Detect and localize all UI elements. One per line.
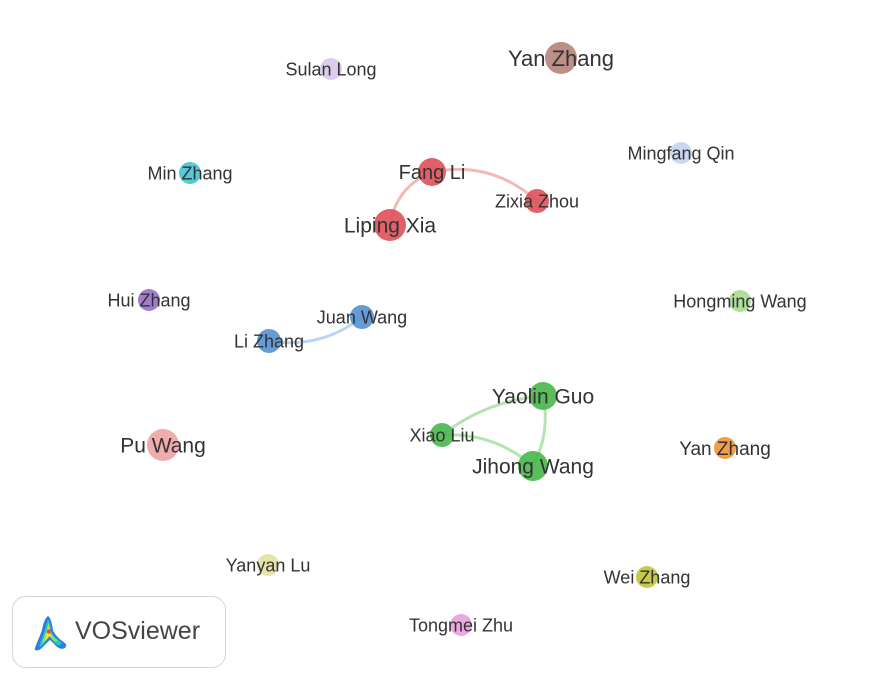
node-label-hongming-wang[interactable]: Hongming Wang [673, 291, 806, 311]
node-hongming-wang[interactable] [729, 290, 751, 312]
node-yaolin-guo[interactable] [529, 382, 557, 410]
node-label-juan-wang[interactable]: Juan Wang [317, 307, 407, 327]
node-yanyan-lu[interactable] [257, 554, 279, 576]
node-xiao-liu[interactable] [430, 423, 454, 447]
node-jihong-wang[interactable] [518, 451, 548, 481]
node-label-tongmei-zhu[interactable]: Tongmei Zhu [409, 615, 513, 635]
node-zixia-zhou[interactable] [525, 189, 549, 213]
node-label-min-zhang[interactable]: Min Zhang [147, 163, 232, 183]
node-label-yan-zhang[interactable]: Yan Zhang [508, 46, 614, 71]
node-juan-wang[interactable] [350, 305, 374, 329]
node-li-zhang[interactable] [257, 329, 281, 353]
node-label-jihong-wang[interactable]: Jihong Wang [472, 456, 594, 479]
vosviewer-logo: VOSviewer [12, 596, 226, 668]
node-min-zhang[interactable] [179, 162, 201, 184]
node-sulan-long[interactable] [320, 58, 342, 80]
node-label-fang-li[interactable]: Fang Li [399, 162, 466, 184]
node-label-wei-zhang[interactable]: Wei Zhang [604, 567, 691, 587]
node-yan-zhang[interactable] [545, 42, 577, 74]
node-label-yanyan-lu[interactable]: Yanyan Lu [226, 555, 311, 575]
vosviewer-logo-icon [34, 616, 67, 651]
node-label-yaolin-guo[interactable]: Yaolin Guo [492, 386, 594, 409]
node-tongmei-zhu[interactable] [450, 614, 472, 636]
node-pu-wang[interactable] [147, 429, 179, 461]
node-liping-xia[interactable] [374, 209, 406, 241]
node-label-li-zhang[interactable]: Li Zhang [234, 331, 304, 351]
vosviewer-logo-text: VOSviewer [75, 617, 201, 645]
node-hui-zhang[interactable] [138, 289, 160, 311]
node-wei-zhang[interactable] [636, 566, 658, 588]
node-label-yan-zhang[interactable]: Yan Zhang [679, 439, 771, 460]
node-label-mingfang-qin[interactable]: Mingfang Qin [627, 143, 734, 163]
node-label-liping-xia[interactable]: Liping Xia [344, 215, 437, 238]
node-label-sulan-long[interactable]: Sulan Long [285, 59, 376, 79]
node-label-zixia-zhou[interactable]: Zixia Zhou [495, 191, 579, 211]
node-label-xiao-liu[interactable]: Xiao Liu [409, 425, 474, 445]
node-fang-li[interactable] [418, 158, 446, 186]
node-label-hui-zhang[interactable]: Hui Zhang [107, 290, 190, 310]
node-label-pu-wang[interactable]: Pu Wang [120, 435, 206, 458]
node-yan-zhang[interactable] [714, 437, 736, 459]
node-mingfang-qin[interactable] [670, 142, 692, 164]
